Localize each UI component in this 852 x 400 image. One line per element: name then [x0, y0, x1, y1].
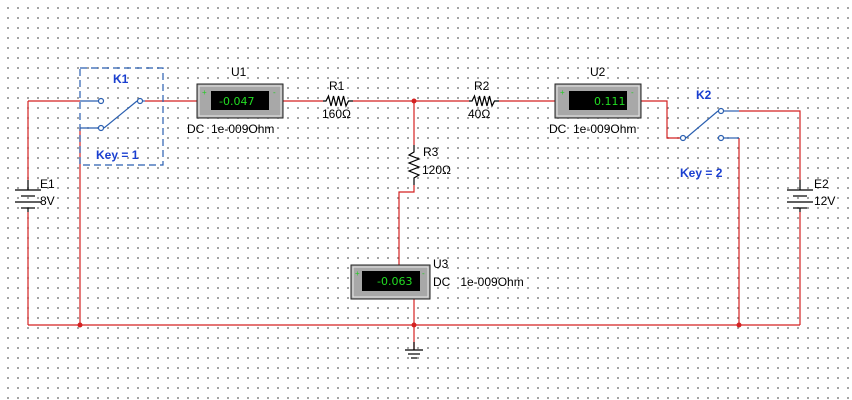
u1-spec-label: DC 1e-009Ohm [187, 122, 274, 136]
u2-minus-terminal: - [631, 88, 634, 97]
r1-value-label: 160Ω [322, 107, 351, 121]
k1-contact [97, 124, 105, 132]
k2-contact [679, 134, 687, 142]
r3-name-label: R3 [423, 145, 439, 159]
u2-meter-bevel [556, 85, 640, 117]
k2-name-label: K2 [696, 88, 712, 102]
u2-spec-label: DC 1e-009Ohm [549, 122, 636, 136]
resistor-r3[interactable]: R3 120Ω [407, 145, 451, 185]
junction-dot [736, 322, 742, 328]
r2-name-label: R2 [474, 79, 490, 93]
ammeter-u1[interactable]: + - -0.047 U1 DC 1e-009Ohm [187, 65, 284, 136]
switch-k2[interactable]: K2 Key = 2 [679, 88, 739, 180]
k1-contact [136, 97, 144, 105]
k1-key-label: Key = 1 [96, 148, 139, 162]
u2-reading: 0.111 [594, 95, 626, 108]
u3-meter-bevel [352, 266, 429, 298]
switch-k1[interactable]: K1 Key = 1 [79, 67, 164, 166]
u1-reading: -0.047 [219, 95, 254, 108]
u2-meter-display [569, 91, 627, 110]
wire-r3-to-u3 [398, 185, 415, 265]
k1-switch-lever [103, 100, 138, 129]
junction-dot [411, 322, 417, 328]
junctions [77, 98, 742, 328]
k1-selection-box [79, 67, 164, 166]
k1-contact [97, 97, 105, 105]
k2-contact [717, 134, 725, 142]
r1-zigzag [323, 94, 353, 108]
u3-meter-display [362, 271, 420, 291]
u3-reading: -0.063 [377, 275, 412, 288]
k2-key-label: Key = 2 [680, 166, 723, 180]
r3-zigzag [407, 145, 421, 185]
r1-name-label: R1 [329, 79, 345, 93]
u3-name-label: U3 [433, 257, 449, 271]
wires [27, 100, 801, 350]
e1-name-label: E1 [40, 177, 55, 191]
u3-plus-terminal: + [355, 269, 360, 278]
battery-e1[interactable]: E1 8V [15, 177, 55, 212]
resistor-r2[interactable]: R2 40Ω [468, 79, 499, 121]
wire-u2-to-k2 [641, 100, 680, 139]
r2-value-label: 40Ω [468, 107, 490, 121]
k2-switch-lever [685, 110, 719, 139]
k2-contact [717, 107, 725, 115]
junction-dot [77, 322, 83, 328]
ground-symbol[interactable] [405, 342, 423, 359]
ammeter-u3[interactable]: + - -0.063 U3 DC 1e-009Ohm [350, 257, 524, 300]
u2-plus-terminal: + [560, 88, 565, 97]
e2-value-label: 12V [814, 194, 835, 208]
u1-meter-display [211, 91, 269, 110]
junction-dot [411, 98, 417, 104]
wire-k2-upper-to-e2 [739, 110, 801, 180]
u3-minus-terminal: - [422, 269, 425, 278]
r3-value-label: 120Ω [422, 163, 451, 177]
e2-name-label: E2 [814, 177, 829, 191]
ammeter-u2[interactable]: + - 0.111 U2 DC 1e-009Ohm [549, 65, 642, 136]
u1-meter-bevel [198, 85, 282, 117]
u1-minus-terminal: - [273, 88, 276, 97]
k1-name-label: K1 [113, 72, 129, 86]
resistor-r1[interactable]: R1 160Ω [322, 79, 353, 121]
u1-plus-terminal: + [202, 88, 207, 97]
e1-value-label: 8V [40, 194, 55, 208]
u3-spec-label: DC 1e-009Ohm [433, 275, 524, 289]
r2-zigzag [469, 94, 499, 108]
battery-e2[interactable]: E2 12V [787, 177, 835, 212]
u2-name-label: U2 [590, 65, 606, 79]
u1-name-label: U1 [231, 65, 247, 79]
